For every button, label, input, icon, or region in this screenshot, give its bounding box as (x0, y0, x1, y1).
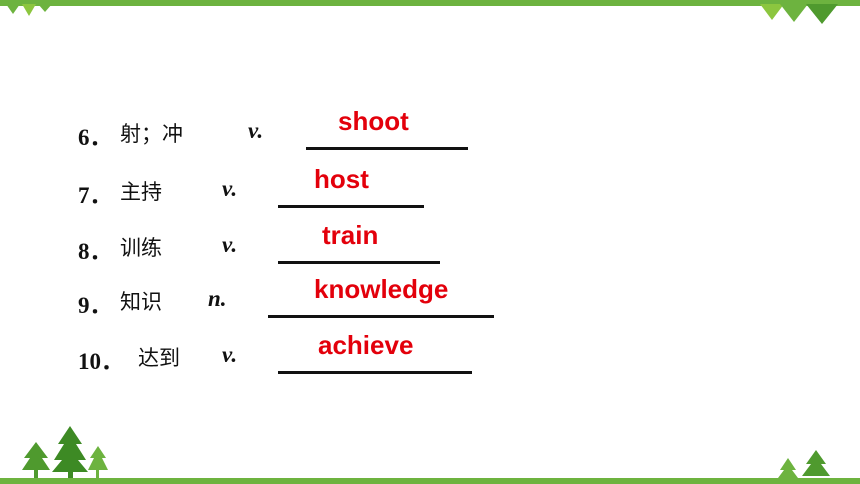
chinese-meaning: 训练 (120, 236, 162, 260)
list-item: 6． 射；冲 v. shoot (0, 106, 860, 152)
list-item: 9． 知识 n. knowledge (0, 274, 860, 320)
answer-text: knowledge (314, 274, 449, 304)
answer-blank (268, 315, 494, 318)
chinese-meaning: 达到 (138, 346, 180, 370)
bottom-border (0, 478, 860, 484)
list-item: 10． 达到 v. achieve (0, 330, 860, 376)
chinese-meaning: 知识 (120, 290, 162, 314)
part-of-speech: v. (222, 232, 238, 257)
answer-text: shoot (338, 106, 409, 136)
item-number: 10． (78, 349, 124, 374)
list-item: 7． 主持 v. host (0, 164, 860, 210)
part-of-speech: v. (248, 118, 264, 143)
part-of-speech: n. (208, 286, 227, 311)
item-number: 7． (78, 183, 113, 208)
top-border (0, 0, 860, 6)
answer-blank (306, 147, 468, 150)
tree-icon (778, 450, 830, 478)
answer-blank (278, 205, 424, 208)
answer-text: host (314, 164, 369, 194)
answer-blank (278, 371, 472, 374)
answer-blank (278, 261, 440, 264)
answer-text: achieve (318, 330, 414, 360)
chinese-meaning: 射；冲 (120, 122, 183, 146)
item-number: 8． (78, 239, 113, 264)
triangle-decoration-icon (760, 4, 838, 24)
item-number: 6． (78, 125, 113, 150)
part-of-speech: v. (222, 342, 238, 367)
list-item: 8． 训练 v. train (0, 220, 860, 266)
triangle-decoration-icon (6, 4, 52, 16)
answer-text: train (322, 220, 379, 250)
tree-icon (22, 426, 108, 480)
part-of-speech: v. (222, 176, 238, 201)
chinese-meaning: 主持 (120, 180, 162, 204)
item-number: 9． (78, 293, 113, 318)
